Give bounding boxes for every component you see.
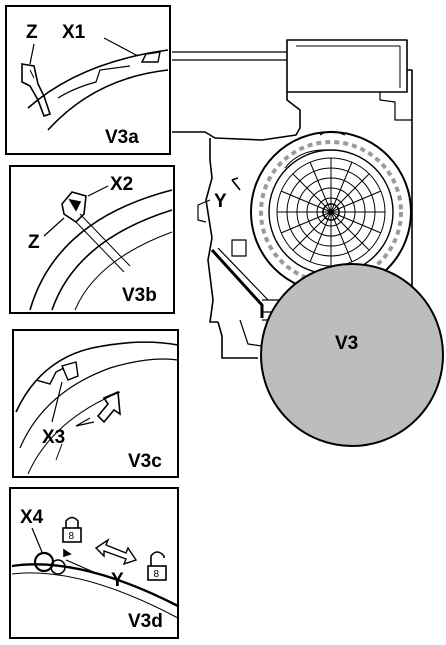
label-y-main: Y <box>214 191 227 212</box>
fan-grid <box>276 157 386 267</box>
label-v3: V3 <box>335 333 358 354</box>
label-x4: X4 <box>20 507 44 528</box>
label-z-b: Z <box>28 232 40 253</box>
label-y-d: Y <box>111 570 124 591</box>
panel-v3d: 8 8 X4 Y V3d <box>9 487 179 639</box>
label-x2: X2 <box>110 174 133 195</box>
panel-v3a: Z X1 V3a <box>5 5 171 155</box>
label-v3a: V3a <box>105 127 139 148</box>
label-v3d: V3d <box>128 611 163 632</box>
direction-arrow <box>231 177 241 191</box>
label-z-a: Z <box>26 22 38 43</box>
lock-closed-glyph: 8 <box>69 531 75 542</box>
filter-cover-v3 <box>260 263 444 447</box>
label-x1: X1 <box>62 22 86 43</box>
lock-open-icon: 8 <box>147 551 167 581</box>
label-v3b: V3b <box>122 285 157 306</box>
label-x3: X3 <box>42 427 65 448</box>
label-v3c: V3c <box>128 451 162 472</box>
panel-v3b: X2 Z V3b <box>9 165 175 314</box>
lock-open-glyph: 8 <box>154 569 160 580</box>
lock-closed-icon: 8 <box>62 516 82 543</box>
panel-v3c: X3 V3c <box>12 329 179 478</box>
